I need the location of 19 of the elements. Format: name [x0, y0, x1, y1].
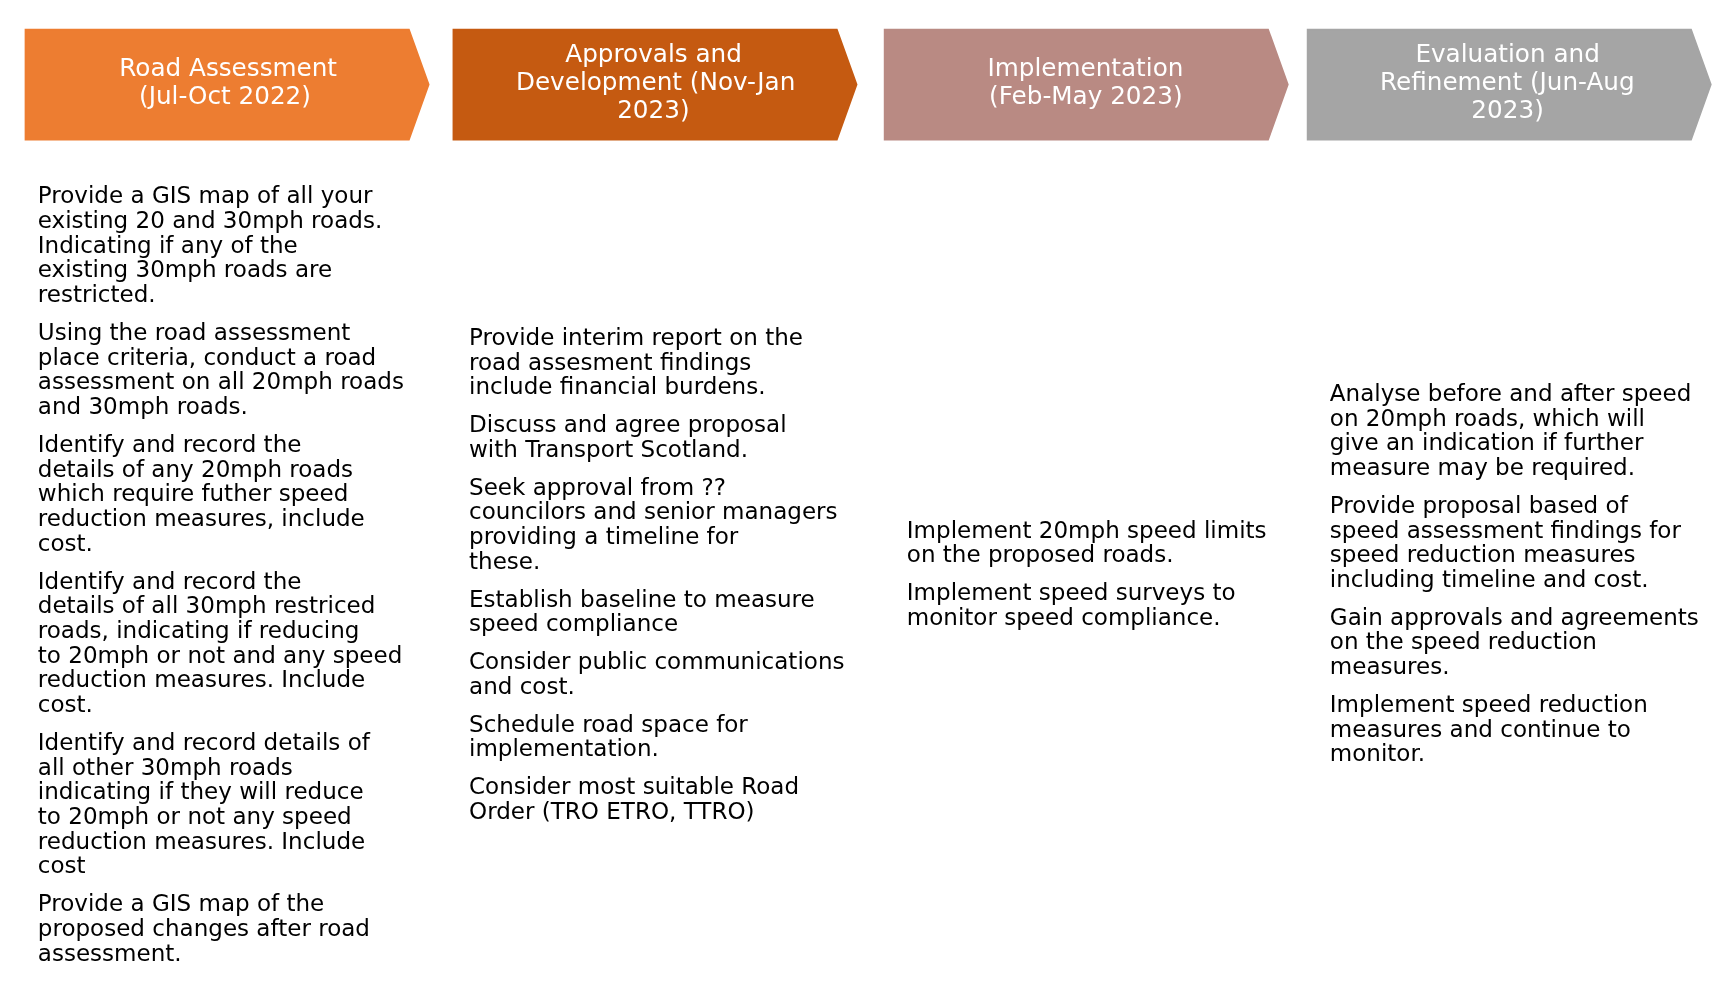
node-label: Analyse before and after speed on 20mph roads, which will give an indication if further measure may be required. [1329, 379, 1692, 480]
node-label: Implement speed surveys to monitor speed compliance. [906, 579, 1236, 630]
node-label: Using the road assessment place criteria, conduct a road assessment on all 20mph roads and 30mph roads. [37, 319, 404, 420]
node-label: Identify and record the details of any 20mph roads which require futher speed reduction measures, include cost. [37, 430, 365, 556]
node-label: Seek approval from ?? councilors and senior managers providing a timeline for these. [469, 473, 838, 574]
node-label: Consider most suitable Road Order (TRO ETRO, TTRO) [469, 773, 800, 824]
node-label: Provide interim report on the road assesment findings include financial burdens. [469, 323, 803, 400]
node-label: Implement 20mph speed limits on the proposed roads. [906, 516, 1267, 568]
node-label: Identify and record details of all other 30mph roads indicating if they will reduce to 20mph or not any speed reduction measures. Include cost [37, 728, 370, 879]
node-label: Provide a GIS map of all your existing 20 and 30mph roads. Indicating if any of the existing 30mph roads are restricted. [37, 182, 383, 308]
node-label: Gain approvals and agreements on the speed reduction measures. [1329, 603, 1699, 680]
node-label: Identify and record the details of all 30mph restriced roads, indicating if reducing to 20mph or not and any speed reduction measures. Include cost. [37, 567, 403, 717]
node-label: Consider public communications and cost. [469, 648, 845, 699]
node-label: Discuss and agree proposal with Transport Scotland. [469, 411, 787, 462]
node-label: Provide a GIS map of the proposed changes after road assessment. [37, 890, 370, 966]
node-label: Schedule road space for implementation. [469, 710, 748, 762]
node-label: Establish baseline to measure speed compliance [469, 585, 815, 637]
node-label: Provide proposal based of speed assessment findings for speed reduction measures including timeline and cost. [1329, 491, 1681, 592]
node-label: Implement speed reduction measures and continue to monitor. [1329, 691, 1648, 767]
